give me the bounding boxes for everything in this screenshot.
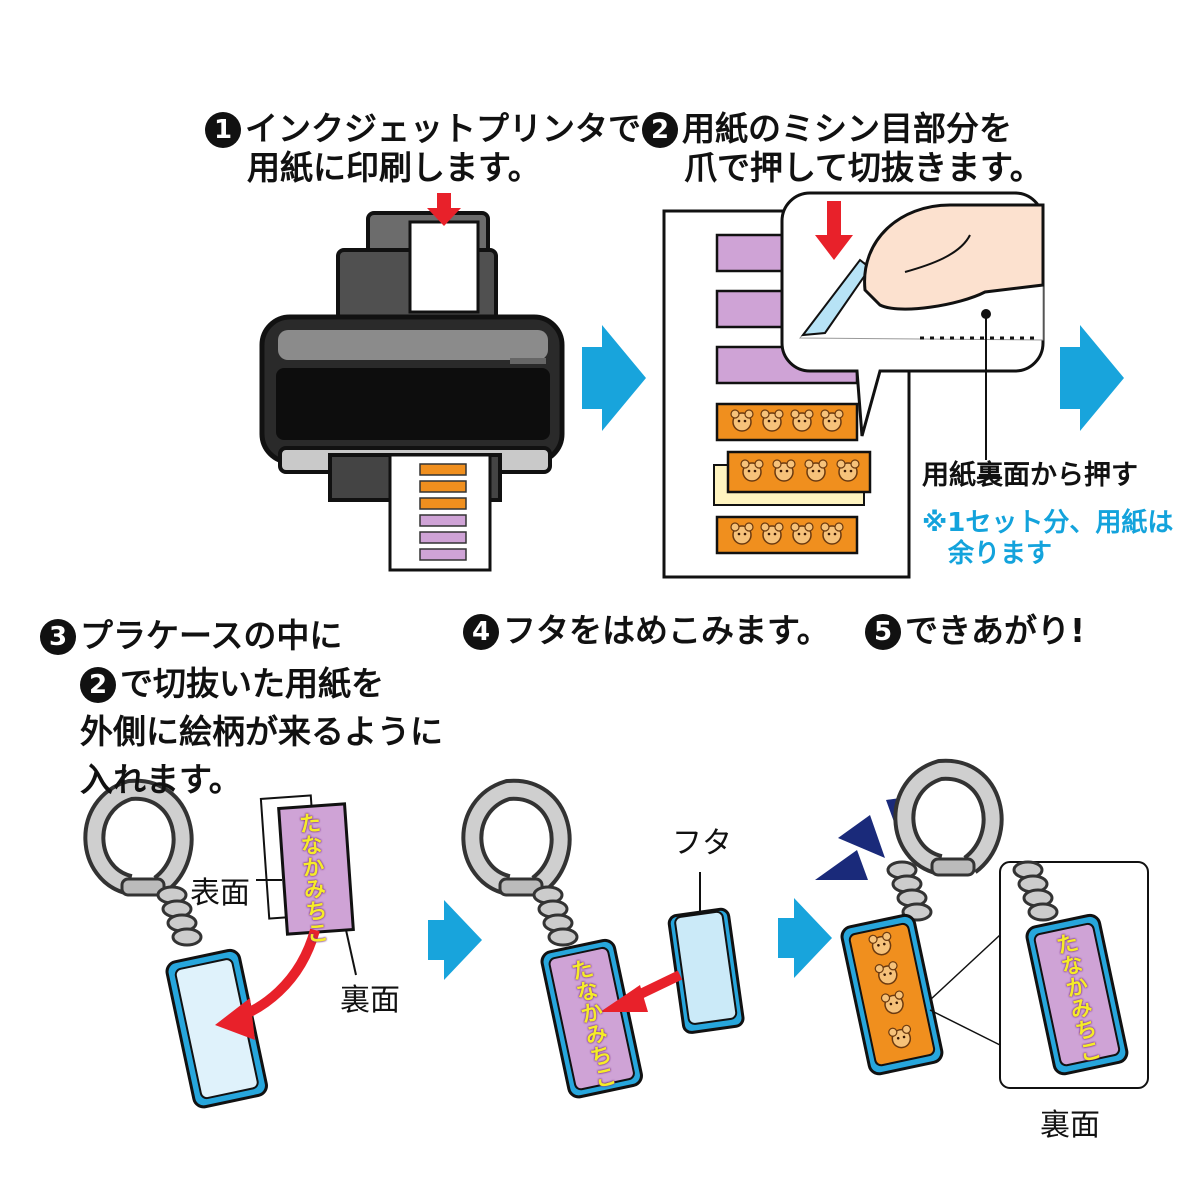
flow-arrow-icon (1060, 325, 1124, 431)
lid-label: フタ (672, 826, 732, 861)
zoom-bubble (780, 191, 1045, 460)
step2-ref-badge: 2 (80, 667, 116, 703)
step2-number-badge: 2 (642, 112, 678, 148)
sheet-tag-text (720, 236, 854, 270)
step4-number-badge: 4 (463, 614, 499, 650)
sheet-remark: ※1セット分、用紙は 余ります (922, 508, 1174, 570)
keychain-with-paper (472, 790, 643, 1099)
flow-arrow-icon (428, 900, 482, 980)
paper-front-back (256, 794, 357, 976)
keychain-finished-back (1012, 860, 1129, 1076)
back-side-label: 裏面 (340, 983, 400, 1018)
press-from-back-label: 用紙裏面から押す (922, 460, 1138, 491)
step3-number-badge: 3 (40, 619, 76, 655)
flow-arrow-icon (778, 898, 832, 978)
front-side-label: 表面 (190, 876, 250, 911)
step1-number-badge: 1 (205, 112, 241, 148)
lid-piece (667, 907, 745, 1034)
keychain-finished-front (840, 770, 992, 1076)
flow-arrow-icon (582, 325, 646, 431)
step5-number-badge: 5 (865, 614, 901, 650)
keychain-empty-case (94, 790, 268, 1109)
printer-illustration (259, 193, 565, 572)
back-view-label: 裏面 (1040, 1108, 1100, 1143)
